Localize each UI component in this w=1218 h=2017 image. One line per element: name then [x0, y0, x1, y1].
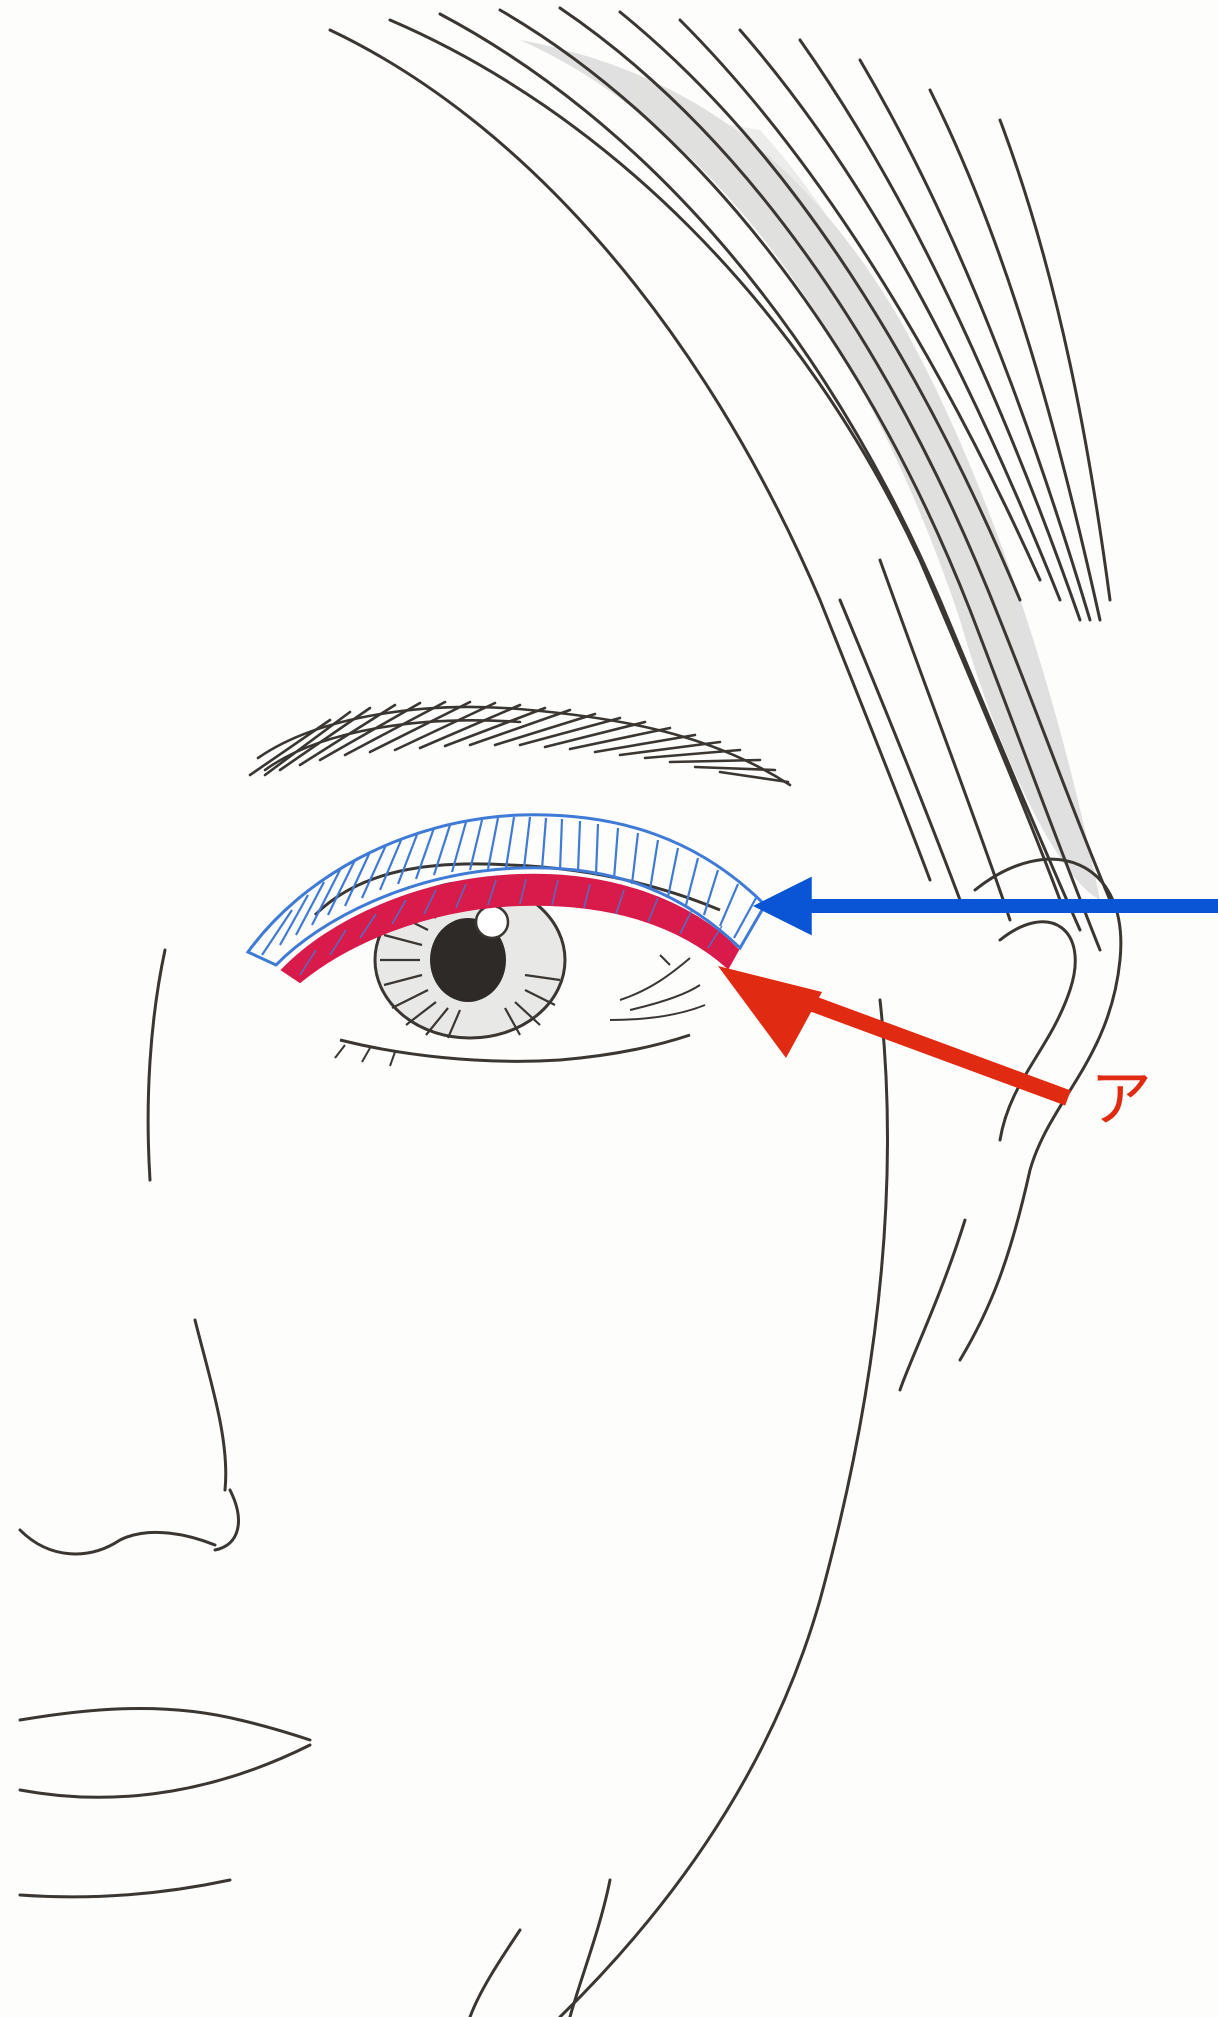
eye-highlight [476, 906, 508, 938]
eyebrow [250, 702, 790, 785]
hair-strands [330, 8, 1110, 950]
annotation-label-lower: ア [1090, 1068, 1152, 1130]
face-outline [20, 859, 1121, 2017]
arrow-up-left-icon [718, 950, 1075, 1160]
